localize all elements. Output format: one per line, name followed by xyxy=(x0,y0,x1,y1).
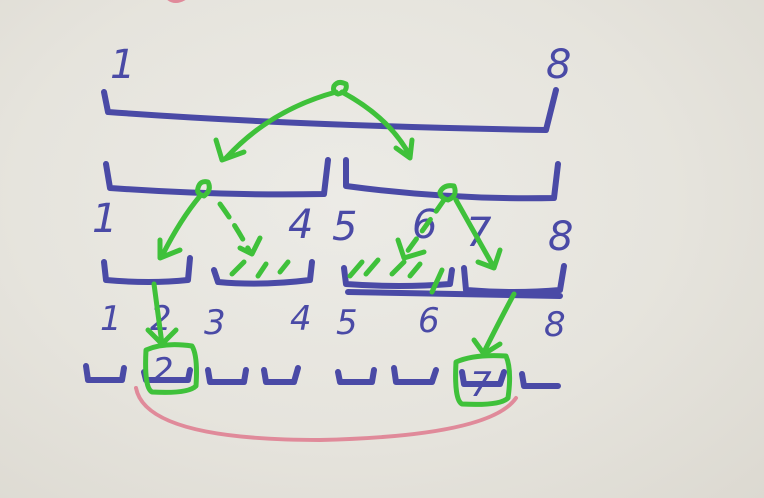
arrow-head xyxy=(471,337,503,357)
leaf-bracket xyxy=(519,371,561,389)
level1-label: 8 xyxy=(548,214,573,260)
traversal-arrow xyxy=(401,197,447,259)
arrow-head xyxy=(475,247,503,271)
arrow-head xyxy=(237,235,263,257)
hatch-mark xyxy=(429,267,445,295)
level1-node-marker xyxy=(195,179,212,199)
level2-label: 1 xyxy=(100,299,122,339)
hatch-mark xyxy=(363,257,381,277)
root-bracket xyxy=(101,87,559,133)
traversal-arrow xyxy=(159,193,203,259)
leaf-bracket xyxy=(335,367,377,385)
level1-bracket-right xyxy=(343,157,561,202)
selection-box-right xyxy=(453,353,513,407)
leaf-bracket xyxy=(205,367,249,385)
arrow-head xyxy=(393,137,415,161)
level1-label: 1 xyxy=(92,196,117,242)
hatch-mark xyxy=(347,259,365,279)
arrow-head xyxy=(395,237,427,261)
level2-bracket xyxy=(211,259,315,287)
traversal-arrow xyxy=(453,197,495,267)
root-label-left: 1 xyxy=(110,42,135,88)
traversal-arrow xyxy=(339,89,413,159)
level1-label: 7 xyxy=(466,210,492,256)
leaf-bracket xyxy=(391,365,439,385)
arrow-head xyxy=(213,137,247,163)
level2-bracket xyxy=(341,265,455,289)
selection-box-left xyxy=(143,342,199,395)
level2-label: 5 xyxy=(336,303,358,343)
level2-bracket xyxy=(461,263,567,295)
level2-label: 8 xyxy=(544,305,566,345)
level2-bracket xyxy=(101,255,193,285)
leaf-bracket xyxy=(261,365,301,385)
found-leaf-label-right: 7 xyxy=(470,365,492,405)
range-connector-arc xyxy=(134,386,518,443)
level2-label: 4 xyxy=(290,299,312,339)
traversal-arrow xyxy=(151,281,165,347)
leaf-bracket xyxy=(459,369,507,387)
root-label-right: 8 xyxy=(546,42,571,88)
found-leaf-label-left: 2 xyxy=(152,351,174,391)
traversal-arrow xyxy=(223,89,339,161)
hatch-mark xyxy=(389,259,407,277)
arrow-head xyxy=(145,327,179,347)
level1-bracket-left xyxy=(103,157,331,198)
hatch-mark xyxy=(229,259,247,277)
pink-scribble-top xyxy=(167,0,186,3)
hatch-mark xyxy=(255,261,269,279)
level2-label: 6 xyxy=(418,301,440,341)
traversal-arrow xyxy=(481,291,517,355)
hatch-mark xyxy=(277,259,291,275)
hatch-mark xyxy=(407,261,423,279)
leaf-bracket xyxy=(83,363,127,383)
level2-bracket-extra xyxy=(345,289,563,299)
arrow-head xyxy=(157,237,183,261)
level1-label: 4 xyxy=(288,202,313,248)
level1-label: 5 xyxy=(332,204,357,250)
level2-label: 3 xyxy=(204,303,226,343)
level1-node-marker xyxy=(437,183,458,203)
traversal-arrow xyxy=(217,201,253,255)
